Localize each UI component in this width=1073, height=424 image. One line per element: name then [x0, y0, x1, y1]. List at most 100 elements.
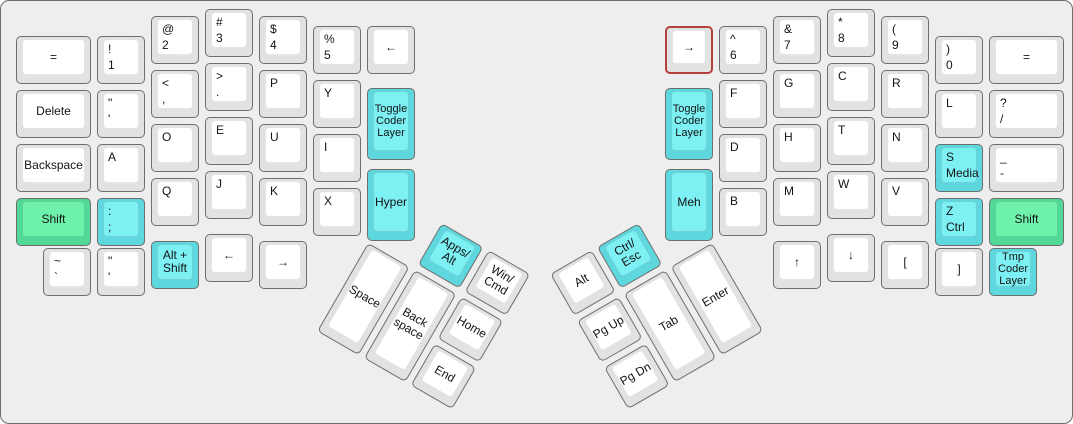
key-7[interactable]: &7 [773, 16, 821, 64]
key-equals-right[interactable]: = [989, 36, 1064, 84]
key-v-cap: V [887, 181, 923, 217]
key-e[interactable]: E [205, 117, 253, 165]
key-t[interactable]: T [827, 117, 875, 165]
key-arrow-left-bottom[interactable]: ← [205, 234, 253, 282]
key-2[interactable]: @2 [151, 16, 199, 64]
key-arrow-right-bottom[interactable]: → [259, 241, 307, 289]
key-u-legend: U [270, 130, 279, 144]
key-alt-shift[interactable]: Alt +Shift [151, 241, 199, 289]
key-slash[interactable]: ?/ [989, 90, 1064, 138]
key-shift-right[interactable]: Shift [989, 198, 1064, 246]
key-b-cap: B [725, 191, 761, 227]
key-5[interactable]: %5 [313, 26, 361, 74]
key-delete[interactable]: Delete [16, 90, 91, 138]
key-n[interactable]: N [881, 124, 929, 172]
key-lbracket[interactable]: [ [881, 241, 929, 289]
key-v[interactable]: V [881, 178, 929, 226]
key-g-cap: G [779, 73, 815, 109]
key-grave-legend: ~ [54, 254, 62, 268]
key-u[interactable]: U [259, 124, 307, 172]
key-p[interactable]: P [259, 70, 307, 118]
key-quote-cap: "' [103, 93, 139, 129]
key-r-legend: R [892, 76, 901, 90]
key-arrow-up[interactable]: ↑ [773, 241, 821, 289]
key-backspace-cap: Backspace [22, 147, 85, 183]
key-2-legend: @ [162, 22, 175, 36]
key-q[interactable]: Q [151, 178, 199, 226]
key-o[interactable]: O [151, 124, 199, 172]
key-y[interactable]: Y [313, 80, 361, 128]
key-p-cap: P [265, 73, 301, 109]
key-j[interactable]: J [205, 171, 253, 219]
key-d[interactable]: D [719, 134, 767, 182]
key-9[interactable]: (9 [881, 16, 929, 64]
key-h[interactable]: H [773, 124, 821, 172]
key-n-legend: N [892, 130, 901, 144]
key-rbracket-cap: ] [941, 251, 977, 287]
key-grave-cap: ~` [49, 251, 85, 287]
key-f-cap: F [725, 83, 761, 119]
key-apps-alt-cap: Apps/Alt [427, 228, 477, 278]
key-4[interactable]: $4 [259, 16, 307, 64]
key-shift-left[interactable]: Shift [16, 198, 91, 246]
key-r[interactable]: R [881, 70, 929, 118]
key-comma[interactable]: <, [151, 70, 199, 118]
key-rbracket[interactable]: ] [935, 248, 983, 296]
key-toggle-coder-right-legend: Toggle [672, 103, 706, 115]
key-toggle-coder-left-legend: Toggle [374, 103, 408, 115]
key-o-legend: O [162, 130, 172, 144]
key-alt-shift-cap: Alt +Shift [157, 244, 193, 280]
key-arrow-right-top[interactable]: → [665, 26, 713, 74]
key-dash[interactable]: _- [989, 144, 1064, 192]
key-k[interactable]: K [259, 178, 307, 226]
key-9-legend: ( [892, 22, 896, 36]
key-c[interactable]: C [827, 63, 875, 111]
key-quote[interactable]: "' [97, 90, 145, 138]
key-8[interactable]: *8 [827, 9, 875, 57]
key-dash-legend: _ [1000, 150, 1007, 164]
key-j-legend: J [216, 177, 222, 191]
key-6-legend: ^ [730, 32, 736, 46]
key-g[interactable]: G [773, 70, 821, 118]
key-backspace[interactable]: Backspace [16, 144, 91, 192]
key-f[interactable]: F [719, 80, 767, 128]
key-0[interactable]: )0 [935, 36, 983, 84]
key-m[interactable]: M [773, 178, 821, 226]
key-1[interactable]: !1 [97, 36, 145, 84]
key-arrow-left-top[interactable]: ← [367, 26, 415, 74]
key-quote-bottom[interactable]: "' [97, 248, 145, 296]
key-f-legend: F [730, 86, 738, 100]
key-meh[interactable]: Meh [665, 169, 713, 241]
key-win-cmd-cap: Win/Cmd [474, 255, 524, 305]
key-a[interactable]: A [97, 144, 145, 192]
key-semicolon[interactable]: :; [97, 198, 145, 246]
key-slash-legend: ? [1000, 96, 1007, 110]
key-t-legend: T [838, 123, 846, 137]
key-comma-cap: <, [157, 73, 193, 109]
key-3[interactable]: #3 [205, 9, 253, 57]
key-m-legend: M [784, 184, 794, 198]
key-arrow-left-bottom-legend: ← [223, 247, 235, 262]
key-equals-left[interactable]: = [16, 36, 91, 84]
key-8-legend: 8 [838, 31, 845, 45]
key-u-cap: U [265, 127, 301, 163]
key-l[interactable]: L [935, 90, 983, 138]
key-i[interactable]: I [313, 134, 361, 182]
key-6[interactable]: ^6 [719, 26, 767, 74]
key-7-legend: 7 [784, 38, 791, 52]
key-hyper[interactable]: Hyper [367, 169, 415, 241]
key-grave[interactable]: ~` [43, 248, 91, 296]
key-w[interactable]: W [827, 171, 875, 219]
key-0-cap: )0 [941, 39, 977, 75]
key-arrow-down[interactable]: ↓ [827, 234, 875, 282]
key-period[interactable]: >. [205, 63, 253, 111]
key-x[interactable]: X [313, 188, 361, 236]
key-b-legend: B [730, 194, 739, 208]
key-b[interactable]: B [719, 188, 767, 236]
